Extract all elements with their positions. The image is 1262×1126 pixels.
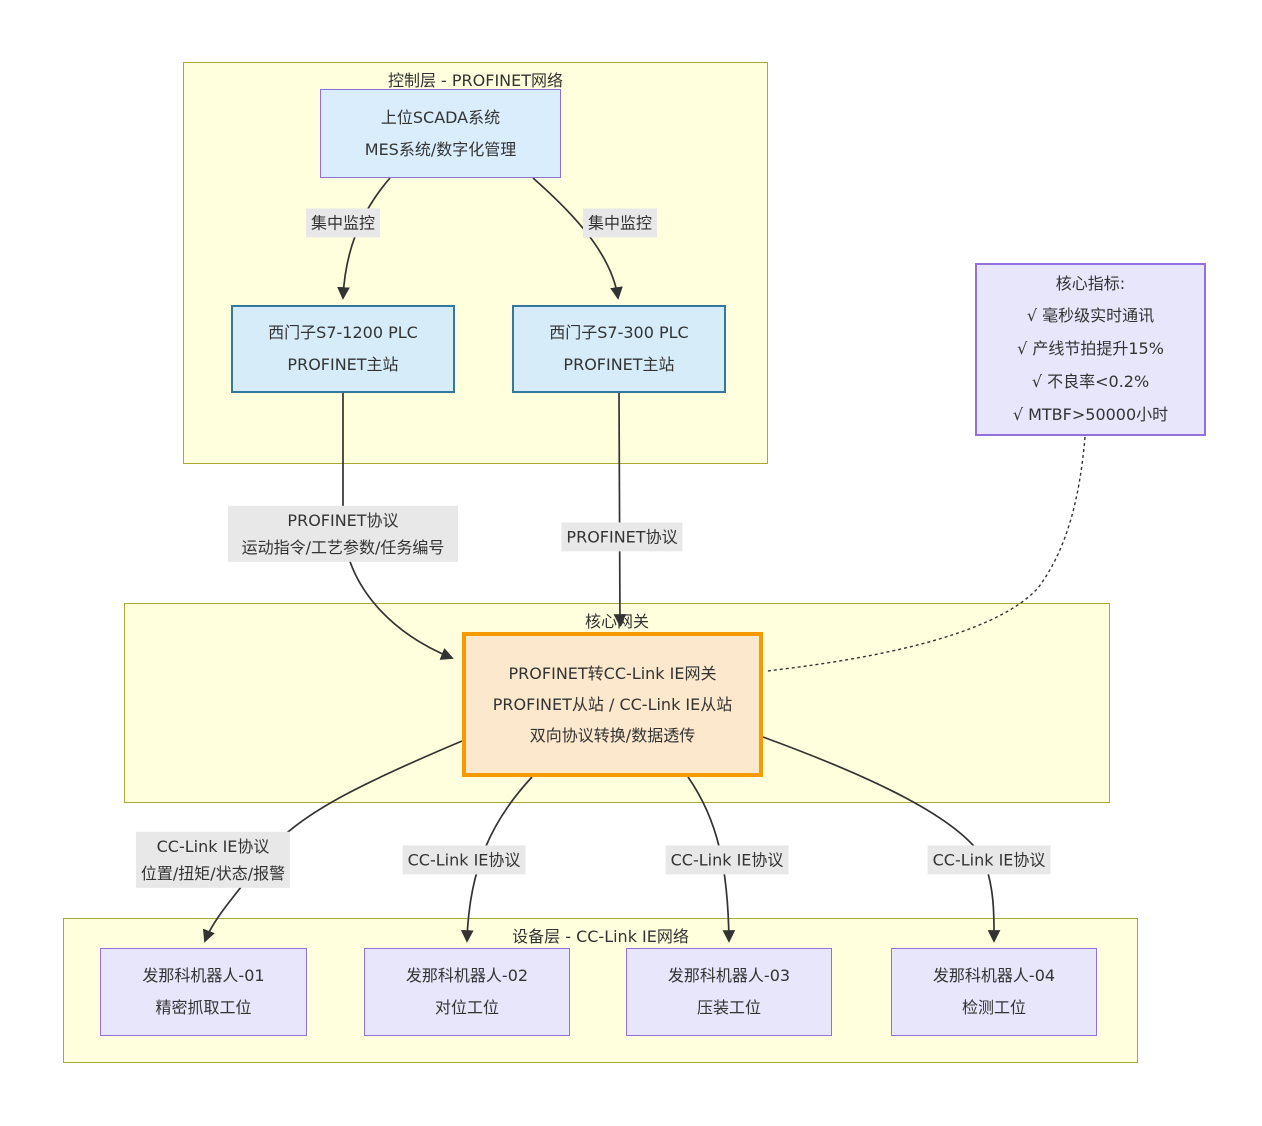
node-robot4-line1: 发那科机器人-04 <box>932 966 1056 985</box>
node-gateway-line1: PROFINET转CC-Link IE网关 <box>508 663 717 683</box>
container-core-gateway-title: 核心网关 <box>584 612 649 631</box>
node-gateway-line2: PROFINET从站 / CC-Link IE从站 <box>492 694 733 714</box>
edge-label-monitor-right: 集中监控 <box>582 208 658 238</box>
node-robot2-line1: 发那科机器人-02 <box>405 966 529 985</box>
container-control-layer-title: 控制层 - PROFINET网络 <box>387 71 564 90</box>
edge-label-cclink-4: CC-Link IE协议 <box>927 845 1051 875</box>
edge-label-profinet-detail-line1: PROFINET协议 <box>287 510 399 530</box>
edge-label-profinet-detail-line2: 运动指令/工艺参数/任务编号 <box>241 538 445 557</box>
node-robot3-line1: 发那科机器人-03 <box>667 966 791 985</box>
metrics-item-2: √ 产线节拍提升15% <box>1017 339 1164 359</box>
edge-label-profinet-detail: PROFINET协议 运动指令/工艺参数/任务编号 <box>228 505 458 563</box>
node-plc1-line2: PROFINET主站 <box>287 355 399 374</box>
metrics-title: 核心指标: <box>1055 273 1126 293</box>
node-robot1-line2: 精密抓取工位 <box>155 998 252 1017</box>
node-plc-s7-300: 西门子S7-300 PLC PROFINET主站 <box>512 305 726 393</box>
edge-label-cclink-detail: CC-Link IE协议 位置/扭矩/状态/报警 <box>135 831 291 889</box>
node-plc2-line2: PROFINET主站 <box>563 355 675 374</box>
edge-label-cclink-detail-line1: CC-Link IE协议 <box>156 836 270 856</box>
edge-label-cclink-detail-line2: 位置/扭矩/状态/报警 <box>140 864 286 883</box>
node-gateway-line3: 双向协议转换/数据透传 <box>529 726 696 746</box>
node-robot-01: 发那科机器人-01 精密抓取工位 <box>100 948 307 1036</box>
node-core-metrics: 核心指标: √ 毫秒级实时通讯 √ 产线节拍提升15% √ 不良率<0.2% √… <box>975 263 1206 436</box>
node-robot3-line2: 压装工位 <box>696 998 761 1017</box>
node-scada: 上位SCADA系统 MES系统/数字化管理 <box>320 89 561 178</box>
node-plc1-line1: 西门子S7-1200 PLC <box>268 323 418 342</box>
node-robot2-line2: 对位工位 <box>434 998 499 1017</box>
metrics-item-4: √ MTBF>50000小时 <box>1012 404 1169 424</box>
node-plc2-line1: 西门子S7-300 PLC <box>549 323 689 342</box>
node-robot4-line2: 检测工位 <box>961 998 1026 1017</box>
metrics-item-1: √ 毫秒级实时通讯 <box>1026 306 1155 326</box>
edge-label-profinet-right: PROFINET协议 <box>561 522 683 552</box>
edge-label-monitor-left: 集中监控 <box>305 208 381 238</box>
node-robot-02: 发那科机器人-02 对位工位 <box>364 948 570 1036</box>
container-device-layer-title: 设备层 - CC-Link IE网络 <box>512 927 689 946</box>
node-gateway: PROFINET转CC-Link IE网关 PROFINET从站 / CC-Li… <box>462 632 763 777</box>
node-robot-03: 发那科机器人-03 压装工位 <box>626 948 832 1036</box>
node-plc-s7-1200: 西门子S7-1200 PLC PROFINET主站 <box>231 305 455 393</box>
metrics-item-3: √ 不良率<0.2% <box>1031 371 1150 391</box>
edge-label-cclink-3: CC-Link IE协议 <box>665 845 789 875</box>
node-scada-line2: MES系统/数字化管理 <box>364 139 517 159</box>
edge-label-cclink-2: CC-Link IE协议 <box>402 845 526 875</box>
node-scada-line1: 上位SCADA系统 <box>380 107 501 127</box>
node-robot-04: 发那科机器人-04 检测工位 <box>891 948 1097 1036</box>
node-robot1-line1: 发那科机器人-01 <box>142 966 265 985</box>
